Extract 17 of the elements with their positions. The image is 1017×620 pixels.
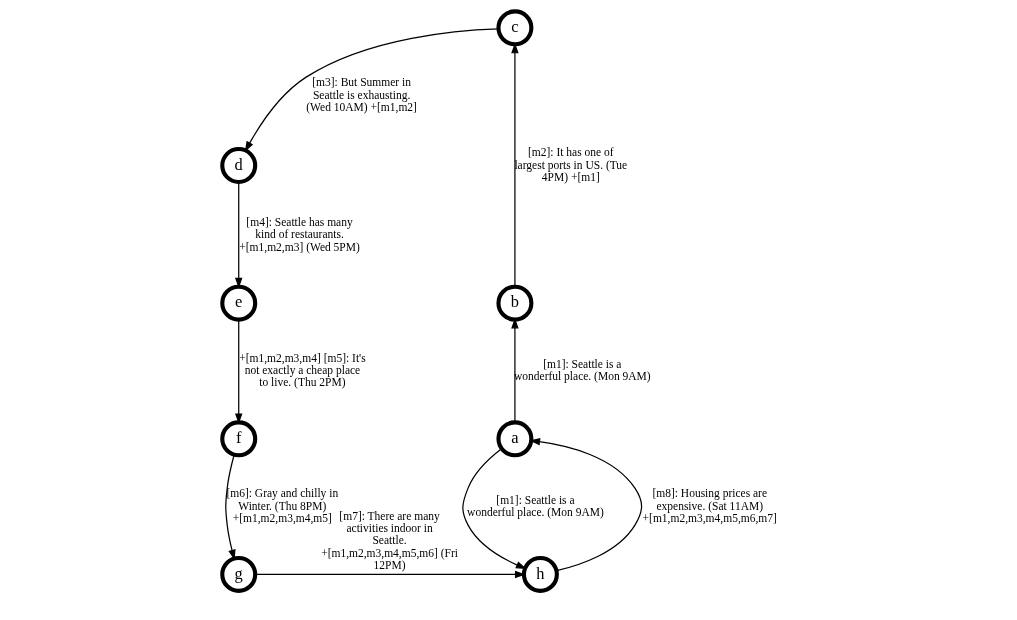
edge-label: [m8]: Housing prices are expensive. (Sat 11AM) +[m1,m2,m3,m4,m5,m6,m7] — [642, 487, 777, 524]
arrow — [244, 28, 499, 152]
edge-label: +[m1,m2,m3,m4] [m5]: It's not exactly a cheap place to live. (Thu 2PM) — [238, 351, 366, 389]
node-circle: c — [495, 9, 533, 47]
node-circle: b — [495, 284, 533, 322]
edge-label: [m6]: Gray and chilly in Winter. (Thu 8PM) +[m1,m2,m3,m4,m5] — [225, 487, 338, 524]
node-circle: d — [219, 147, 257, 184]
node-circle: g — [219, 555, 257, 593]
arrow — [461, 448, 527, 570]
node-circle: f — [219, 420, 257, 458]
node-circle: a — [495, 420, 533, 458]
node-circle: h — [521, 555, 559, 593]
edge-label: [m2]: It has one of largest ports in US. (Tue 4PM) +[m1] — [513, 146, 627, 183]
node-circle: e — [219, 284, 257, 322]
edge-label: [m4]: Seattle has many kind of restaurants. +[m1,m2,m3] (Wed 5PM) — [238, 216, 360, 253]
edge-label: [m3]: But Summer in Seattle is exhausting. (Wed 10AM) +[m1,m2] — [305, 76, 417, 113]
edge-label: [m1]: Seattle is a wonderful place. (Mon 9AM) — [466, 493, 604, 518]
